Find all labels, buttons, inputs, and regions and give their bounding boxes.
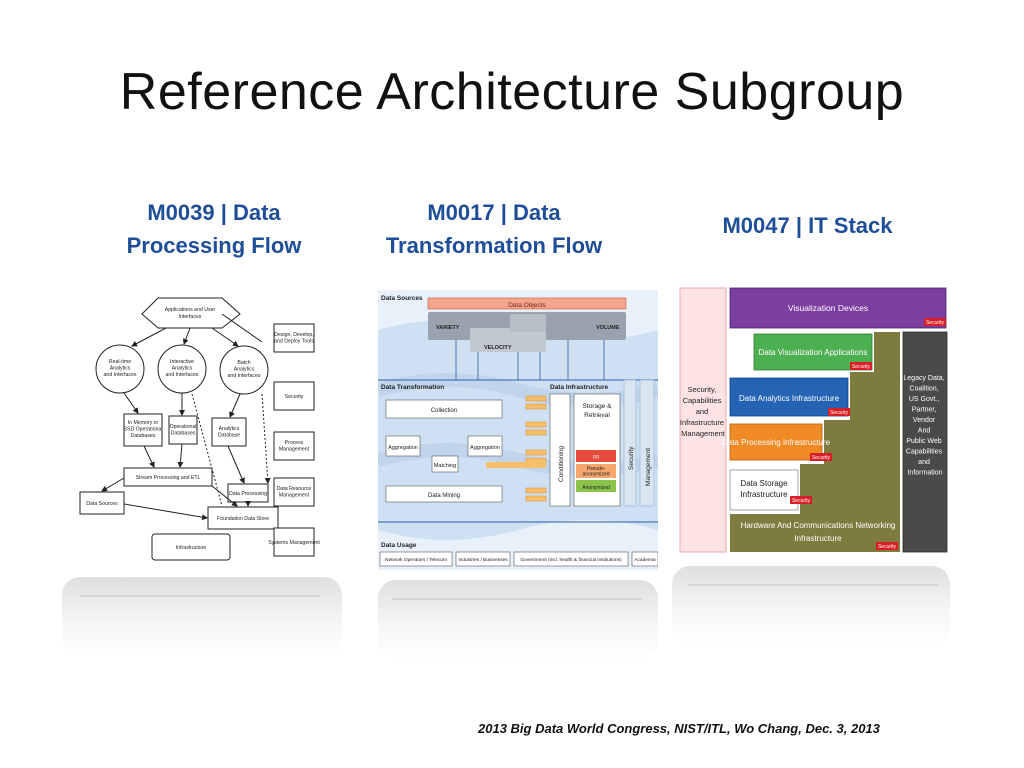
security-vertical-label: Security [628,446,635,470]
pseudo-label: Pseudo-anonymized [583,466,610,478]
data-sources-label: Data Sources [381,295,423,302]
conditioning-label: Conditioning [558,445,565,482]
left-bar-label: Security, Capabilities and Infrastructur… [680,385,726,438]
data-analytics-label: Data Analytics Infrastructure [739,394,840,403]
heading-m0017: M0017 | Data Transformation Flow [364,196,624,262]
heading-m0017-line1: M0017 | Data [427,200,561,225]
dataprocessing-text: Data Processing [229,491,267,497]
volume-label: VOLUME [596,325,620,331]
panel3-reflection [672,566,950,646]
olive-staircase [730,332,900,552]
batch-circle [219,345,269,395]
pii-label: PII [593,455,599,461]
visualization-devices-label: Visualization Devices [788,303,868,313]
collection-label: Collection [431,408,457,414]
usage-academia: Academia [634,557,656,563]
apps-octagon-shape [141,297,241,329]
aggregation-left-label: Aggregation [388,445,418,451]
heading-m0039-line1: M0039 | Data [147,200,281,225]
left-bar [679,287,727,553]
heading-m0039-line2: Processing Flow [126,233,302,258]
data-mining-label: Data Mining [428,493,460,499]
stream-text: Stream Processing and ETL [136,475,201,481]
right-bar-label: Legacy Data, Coalition, US Govt., Partne… [903,375,946,477]
data-processing-block [729,423,823,461]
realtime-circle [95,344,145,394]
design-text: Design, Develop,and Deploy Tools [274,332,314,345]
heading-m0039: M0039 | Data Processing Flow [104,196,324,262]
usage-telecom: Network Operators / Telecom [385,557,447,563]
heading-m0047-line1: M0047 | IT Stack [722,213,893,238]
security-text: Security [285,394,304,400]
data-transformation-flow-diagram: Data Sources Data Objects VARIETY VOLUME… [378,290,658,570]
footer-citation: 2013 Big Data World Congress, NIST/ITL, … [478,721,880,736]
storage-label: Storage &Retrieval [583,403,613,419]
security-tag-4: Security [812,455,831,461]
data-visualization-label: Data Visualization Applications [759,348,868,357]
heading-m0017-line2: Transformation Flow [385,233,603,258]
panel3-reflection-line [688,584,938,586]
velocity-label: VELOCITY [484,345,512,351]
it-stack-diagram: Visualization Devices Data Visualization… [678,274,952,560]
security-tag-2: Security [852,364,871,370]
data-usage-label: Data Usage [381,542,417,549]
data-storage-block [729,469,799,511]
data-transformation-label: Data Transformation [381,384,444,391]
security-tag-1: Security [926,320,945,326]
management-vertical-label: Management [645,448,652,486]
anonymized-label: Anonymized [582,485,610,491]
variety-label: VARIETY [436,325,460,331]
aggregation-right-label: Aggregation [470,445,500,451]
data-objects-label: Data Objects [508,302,546,309]
data-infrastructure-label: Data Infrastructure [550,384,609,391]
panel1-reflection-line [80,595,320,597]
datasources-text: Data Sources [86,501,118,507]
data-processing-label: Data Processing Infrastructure [722,438,831,447]
slide-title: Reference Architecture Subgroup [119,63,905,121]
panel2-reflection [378,580,658,660]
visualization-devices-block [729,287,947,329]
security-tag-5: Security [792,498,811,504]
security-tag-6: Security [878,544,897,550]
infrastructure-text: Infrastructure [176,545,207,551]
right-bar [902,331,948,553]
usage-government: Government (incl. health & financial ins… [520,557,622,563]
foundation-text: Foundation Data Store [217,516,269,522]
security-tag-3: Security [830,410,849,416]
systems-text: Systems Management [268,540,320,546]
heading-m0047: M0047 | IT Stack [690,209,925,242]
matching-label: Matching [434,463,456,469]
panel1-reflection [62,577,342,657]
panel2-reflection-line [392,598,642,600]
usage-industries: Industries / Businesses [458,557,508,563]
